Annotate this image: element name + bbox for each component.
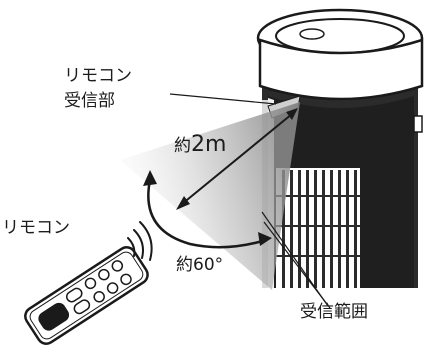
distance-prefix: 約 (174, 136, 191, 156)
range-label: 受信範囲 (300, 302, 368, 322)
signal-waves-icon (127, 221, 153, 261)
remote-label: リモコン (2, 218, 70, 238)
distance-label: 約2m (174, 134, 226, 156)
angle-arrow-head-top (143, 170, 157, 186)
angle-arrow-head-right (258, 232, 272, 246)
tower-fan-icon (256, 8, 424, 354)
receiver-label-line2: 受信部 (64, 91, 115, 111)
distance-value: 2m (191, 132, 227, 157)
receiver-label-line1: リモコン (64, 66, 132, 86)
remote-control-icon (24, 246, 149, 345)
leader-lines (169, 93, 331, 309)
angle-arc (147, 179, 267, 249)
angle-label: 約60° (176, 255, 224, 275)
distance-arrow (176, 108, 298, 210)
